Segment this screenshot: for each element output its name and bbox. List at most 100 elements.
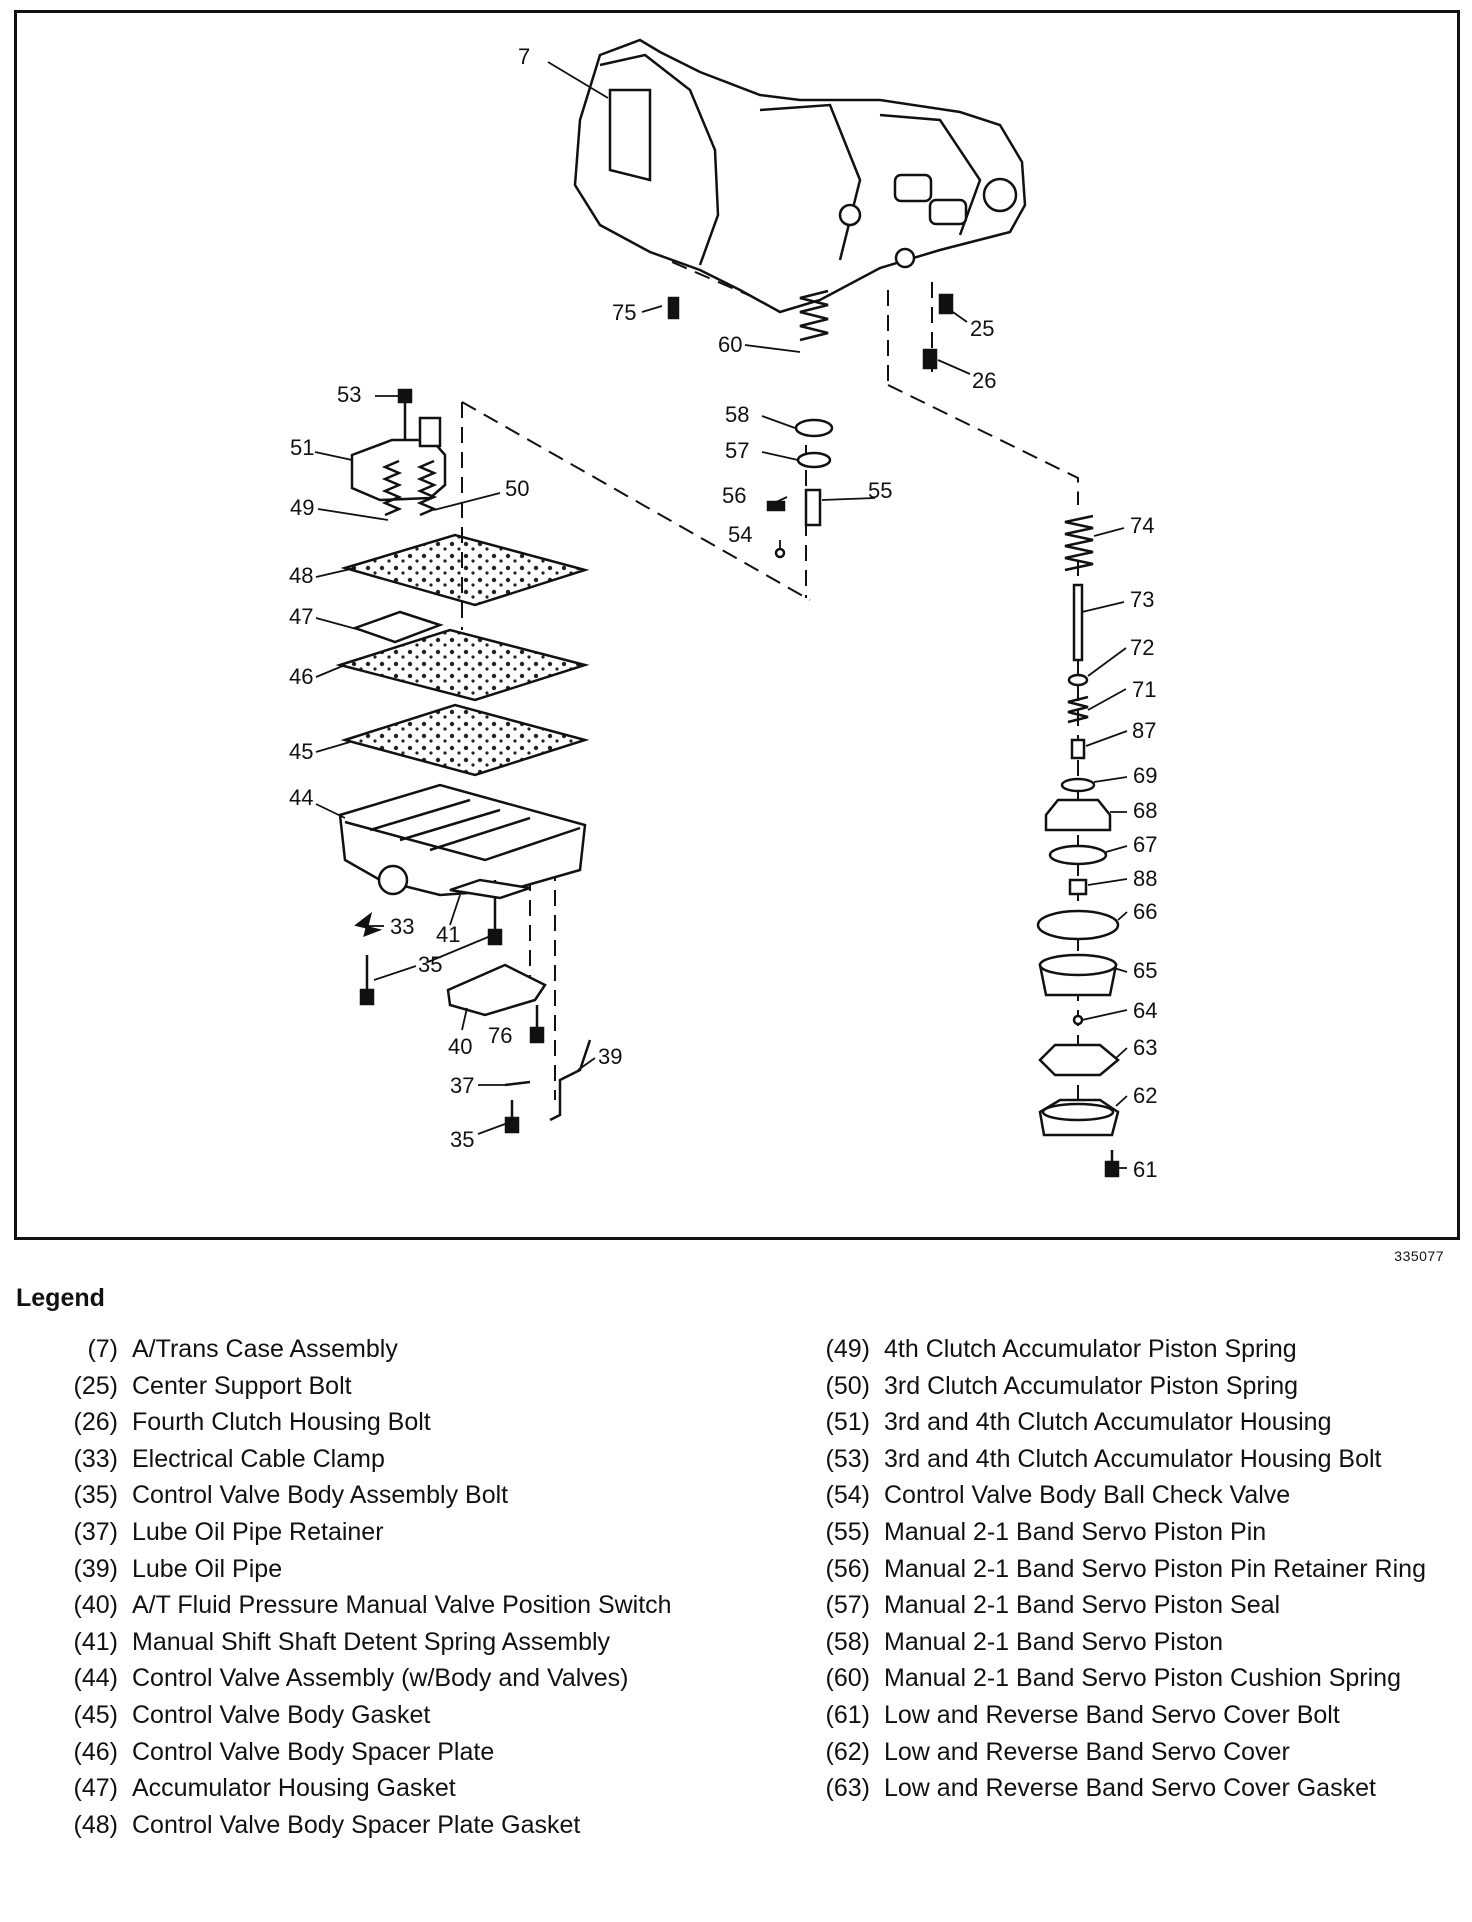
legend-description: Control Valve Body Spacer Plate Gasket (132, 1810, 581, 1839)
callout-57: 57 (725, 438, 749, 463)
legend-number: (57) (825, 1591, 870, 1620)
legend-item: (53) 3rd and 4th Clutch Accumulator Housi… (808, 1444, 1468, 1475)
legend-description: 3rd and 4th Clutch Accumulator Housing B… (884, 1444, 1382, 1473)
legend-number: (35) (73, 1481, 118, 1510)
gasket-plates (335, 533, 590, 777)
legend-number: (53) (825, 1444, 870, 1473)
legend-number: (39) (73, 1554, 118, 1583)
legend-number: (49) (825, 1335, 870, 1363)
legend-description: Fourth Clutch Housing Bolt (132, 1408, 431, 1437)
callout-49: 49 (290, 495, 314, 520)
legend-description: Electrical Cable Clamp (132, 1444, 385, 1473)
legend-description: Center Support Bolt (132, 1371, 352, 1400)
legend-description: 4th Clutch Accumulator Piston Spring (884, 1335, 1297, 1363)
legend-number: (47) (73, 1774, 118, 1803)
legend-item: (7)A/Trans Case Assembly (56, 1334, 696, 1365)
legend-item: (26) Fourth Clutch Housing Bolt (56, 1407, 696, 1438)
callout-7: 7 (518, 44, 530, 69)
callout-88: 88 (1133, 866, 1157, 891)
legend-description: Manual 2-1 Band Servo Piston (884, 1627, 1224, 1656)
legend-description: Lube Oil Pipe (132, 1554, 283, 1583)
callout-56: 56 (722, 483, 746, 508)
accumulator-stack (350, 388, 447, 517)
legend-description: Control Valve Body Ball Check Valve (884, 1481, 1291, 1510)
legend-item: (39) Lube Oil Pipe (56, 1554, 696, 1585)
legend-number: (54) (825, 1481, 870, 1510)
callout-40: 40 (448, 1034, 472, 1059)
legend-number: (58) (825, 1627, 870, 1656)
legend-number: (37) (73, 1517, 118, 1546)
callout-leaders (314, 61, 1128, 1169)
legend-description: Manual 2-1 Band Servo Piston Seal (884, 1591, 1281, 1620)
legend-number: (55) (825, 1517, 870, 1546)
callout-63: 63 (1133, 1035, 1157, 1060)
legend-title: Legend (16, 1284, 105, 1312)
callout-48: 48 (289, 563, 313, 588)
transmission-case (573, 38, 1027, 314)
callout-73: 73 (1130, 587, 1154, 612)
legend-number: (26) (73, 1408, 118, 1437)
legend-item: (44) Control Valve Assembly (w/Body and V… (56, 1663, 696, 1694)
callout-41: 41 (436, 922, 460, 947)
legend-item: (55) Manual 2-1 Band Servo Piston Pin (808, 1517, 1468, 1548)
callout-71: 71 (1132, 677, 1156, 702)
legend-description: Manual 2-1 Band Servo Piston Pin Retaine… (884, 1554, 1426, 1583)
legend-item: (35) Control Valve Body Assembly Bolt (56, 1480, 696, 1511)
legend-description: Lube Oil Pipe Retainer (132, 1517, 384, 1546)
legend-number: (48) (73, 1810, 118, 1839)
legend-item: (58) Manual 2-1 Band Servo Piston (808, 1627, 1468, 1658)
callout-87: 87 (1132, 718, 1156, 743)
callout-44: 44 (289, 785, 313, 810)
legend-item: (50)3rd Clutch Accumulator Piston Spring (808, 1371, 1468, 1402)
legend-item: (51)3rd and 4th Clutch Accumulator Housi… (808, 1407, 1468, 1438)
callout-51: 51 (290, 435, 314, 460)
callout-35-lower: 35 (450, 1127, 474, 1152)
legend-number: (40) (73, 1591, 118, 1620)
callout-47: 47 (289, 604, 313, 629)
callout-37: 37 (450, 1073, 474, 1098)
legend-description: Manual 2-1 Band Servo Piston Cushion Spr… (884, 1664, 1401, 1693)
callout-33: 33 (390, 914, 414, 939)
legend-description: Control Valve Body Assembly Bolt (132, 1481, 509, 1510)
callout-45: 45 (289, 739, 313, 764)
legend-left-column: (7)A/Trans Case Assembly (25) Center Supp… (56, 1334, 696, 1846)
legend-item: (61)Low and Reverse Band Servo Cover Bol… (808, 1700, 1468, 1731)
callout-35-upper: 35 (418, 952, 442, 977)
legend-description: Control Valve Assembly (w/Body and Valve… (132, 1664, 629, 1693)
callout-25: 25 (970, 316, 994, 341)
legend-number: (25) (73, 1371, 118, 1400)
legend-right-column: (49) 4th Clutch Accumulator Piston Spring… (808, 1334, 1468, 1810)
exploded-view-drawing: 7 75 60 25 26 53 51 49 50 48 47 46 45 44… (289, 38, 1157, 1182)
legend-item: (60)Manual 2-1 Band Servo Piston Cushion… (808, 1663, 1468, 1694)
legend-description: Manual 2-1 Band Servo Piston Pin (884, 1517, 1267, 1546)
callout-46: 46 (289, 664, 313, 689)
callout-76: 76 (488, 1023, 512, 1048)
callout-64: 64 (1133, 998, 1157, 1023)
callout-65: 65 (1133, 958, 1157, 983)
legend-item: (25) Center Support Bolt (56, 1371, 696, 1402)
legend-item: (37) Lube Oil Pipe Retainer (56, 1517, 696, 1548)
callout-labels: 7 75 60 25 26 53 51 49 50 48 47 46 45 44… (289, 44, 1157, 1182)
legend-item: (40)A/T Fluid Pressure Manual Valve Posi… (56, 1590, 696, 1621)
legend-description: Low and Reverse Band Servo Cover (884, 1737, 1290, 1766)
legend-item: (48) Control Valve Body Spacer Plate Gask… (56, 1810, 696, 1841)
legend-number: (44) (73, 1664, 118, 1693)
callout-61: 61 (1133, 1157, 1157, 1182)
legend-number: (41) (73, 1627, 118, 1656)
legend-number: (61) (825, 1700, 870, 1729)
legend-item: (63)Low and Reverse Band Servo Cover Gas… (808, 1773, 1468, 1804)
callout-66: 66 (1133, 899, 1157, 924)
legend-description: 3rd Clutch Accumulator Piston Spring (884, 1371, 1299, 1400)
legend-number: (7) (87, 1335, 118, 1363)
legend-number: (45) (73, 1700, 118, 1729)
legend-item: (46)Control Valve Body Spacer Plate (56, 1737, 696, 1768)
legend-description: Manual Shift Shaft Detent Spring Assembl… (132, 1627, 611, 1656)
callout-53: 53 (337, 382, 361, 407)
callout-74: 74 (1130, 513, 1154, 538)
manual-servo-column (766, 289, 834, 559)
callout-58: 58 (725, 402, 749, 427)
callout-67: 67 (1133, 832, 1157, 857)
callout-68: 68 (1133, 798, 1157, 823)
callout-50: 50 (505, 476, 529, 501)
legend-number: (63) (825, 1774, 870, 1803)
